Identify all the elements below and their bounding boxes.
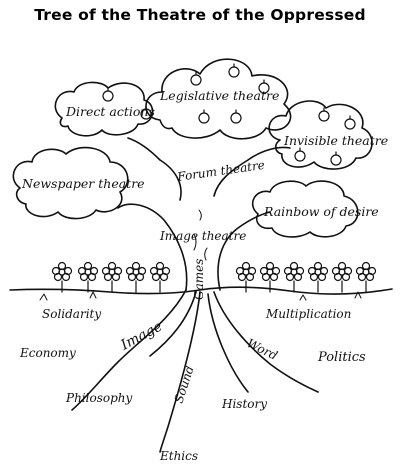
label-solidarity: Solidarity: [42, 307, 101, 321]
cloud-rainbow: [252, 180, 359, 238]
label-invisible-theatre: Invisible theatre: [283, 133, 388, 148]
ground-line: [9, 286, 393, 295]
label-root-sound: Sound: [172, 364, 197, 405]
cloud-newspaper: [12, 146, 129, 220]
label-ethics: Ethics: [159, 449, 198, 463]
diagram-title: Tree of the Theatre of the Oppressed: [34, 6, 366, 24]
cloud-legislative: [145, 58, 292, 140]
label-games: Games: [192, 259, 206, 300]
label-image-theatre: Image theatre: [159, 229, 246, 243]
label-philosophy: Philosophy: [65, 391, 132, 405]
flowers-left: [51, 261, 171, 293]
label-newspaper-theatre: Newspaper theatre: [21, 176, 145, 191]
tree-trunk: [117, 137, 291, 291]
label-economy: Economy: [19, 346, 76, 360]
label-legislative-theatre: Legislative theatre: [159, 88, 279, 103]
label-rainbow-of-desire: Rainbow of desire: [263, 204, 379, 219]
label-history: History: [221, 397, 267, 411]
label-root-word: Word: [245, 336, 280, 363]
ground-grass: [39, 291, 362, 301]
cloud-direct: [54, 81, 154, 137]
apples: [102, 63, 356, 166]
label-forum-theatre: Forum theatre: [175, 158, 265, 184]
flowers-right: [235, 261, 377, 293]
label-direct-actions: Direct actions: [65, 104, 155, 119]
label-multiplication: Multiplication: [265, 307, 351, 321]
roots: [71, 289, 319, 453]
cloud-invisible: [268, 100, 373, 170]
label-politics: Politics: [317, 350, 366, 365]
trunk-bark: [193, 209, 208, 261]
